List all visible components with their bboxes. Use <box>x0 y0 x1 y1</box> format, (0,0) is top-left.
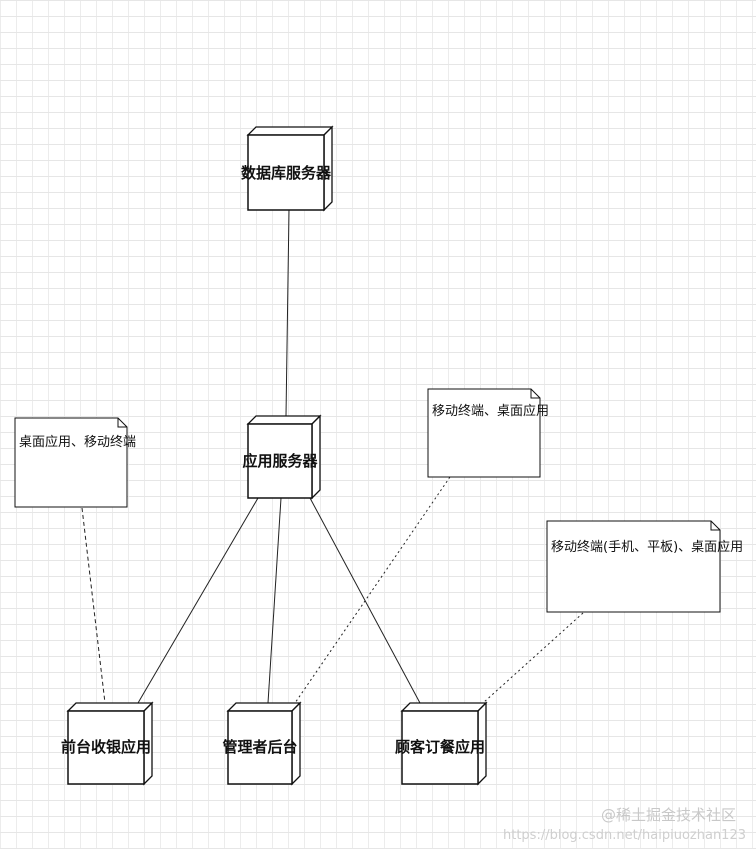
note-front-label: 桌面应用、移动终端 <box>19 434 136 450</box>
link-db-app <box>285 209 290 417</box>
node-db-server-label: 数据库服务器 <box>241 164 332 182</box>
node-front-cashier-label: 前台收银应用 <box>61 738 151 756</box>
node-admin-backend[interactable]: 管理者后台 <box>222 701 302 786</box>
note-front[interactable]: 桌面应用、移动终端 <box>14 417 136 508</box>
node-customer-order-label: 顾客订餐应用 <box>395 738 485 756</box>
watermark-brand: @稀土掘金技术社区 <box>600 806 736 824</box>
anchor-note-admin <box>294 476 451 704</box>
note-admin-label: 移动终端、桌面应用 <box>432 403 549 419</box>
node-customer-order[interactable]: 顾客订餐应用 <box>395 701 488 786</box>
note-customer[interactable]: 移动终端(手机、平板)、桌面应用 <box>546 520 743 613</box>
node-admin-backend-label: 管理者后台 <box>222 738 297 756</box>
link-app-customer <box>309 497 421 704</box>
anchor-note-front <box>81 507 106 704</box>
node-db-server[interactable]: 数据库服务器 <box>241 125 334 212</box>
anchor-note-customer <box>482 612 584 704</box>
node-front-cashier[interactable]: 前台收银应用 <box>61 701 154 786</box>
link-app-front <box>137 497 259 704</box>
link-app-admin <box>267 497 282 704</box>
node-app-server-label: 应用服务器 <box>242 452 318 470</box>
node-app-server[interactable]: 应用服务器 <box>242 414 322 500</box>
note-customer-label: 移动终端(手机、平板)、桌面应用 <box>551 539 743 555</box>
watermark-url: https://blog.csdn.net/haipiuozhan123 <box>502 828 746 843</box>
note-admin[interactable]: 移动终端、桌面应用 <box>427 388 549 478</box>
